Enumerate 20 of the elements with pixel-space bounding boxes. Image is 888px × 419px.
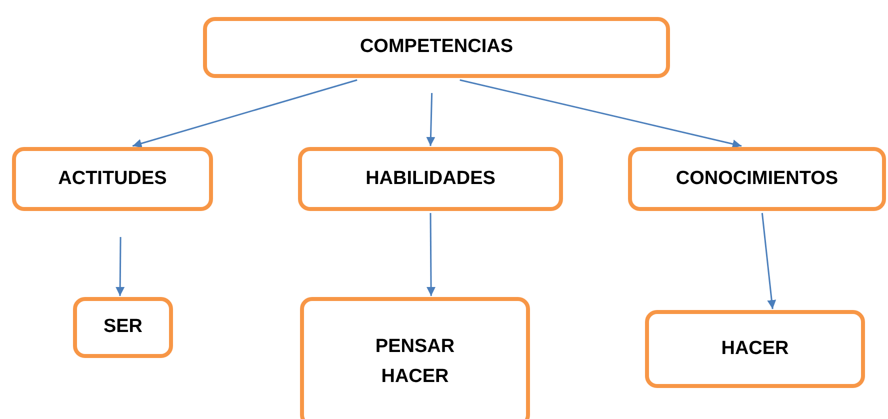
arrow (761, 212, 776, 310)
concept-label: CONOCIMIENTOS (676, 166, 838, 191)
concept-label: HACER (721, 336, 789, 361)
concept-box (12, 147, 213, 211)
concept-label: COMPETENCIAS (360, 35, 514, 60)
arrow (426, 92, 436, 146)
concept-box (628, 147, 886, 211)
concept-label: PENSAR HACER (374, 334, 456, 389)
arrow (116, 237, 125, 296)
arrow (426, 213, 436, 296)
concept-label: SER (103, 315, 143, 340)
concept-box (298, 147, 563, 211)
arrow (132, 79, 358, 148)
concept-box (645, 310, 865, 388)
concept-box (203, 17, 670, 78)
arrow (460, 79, 742, 148)
concept-box (73, 297, 173, 358)
concept-box (300, 297, 530, 419)
concept-label: HABILIDADES (366, 166, 496, 191)
concept-label: ACTITUDES (58, 166, 167, 191)
